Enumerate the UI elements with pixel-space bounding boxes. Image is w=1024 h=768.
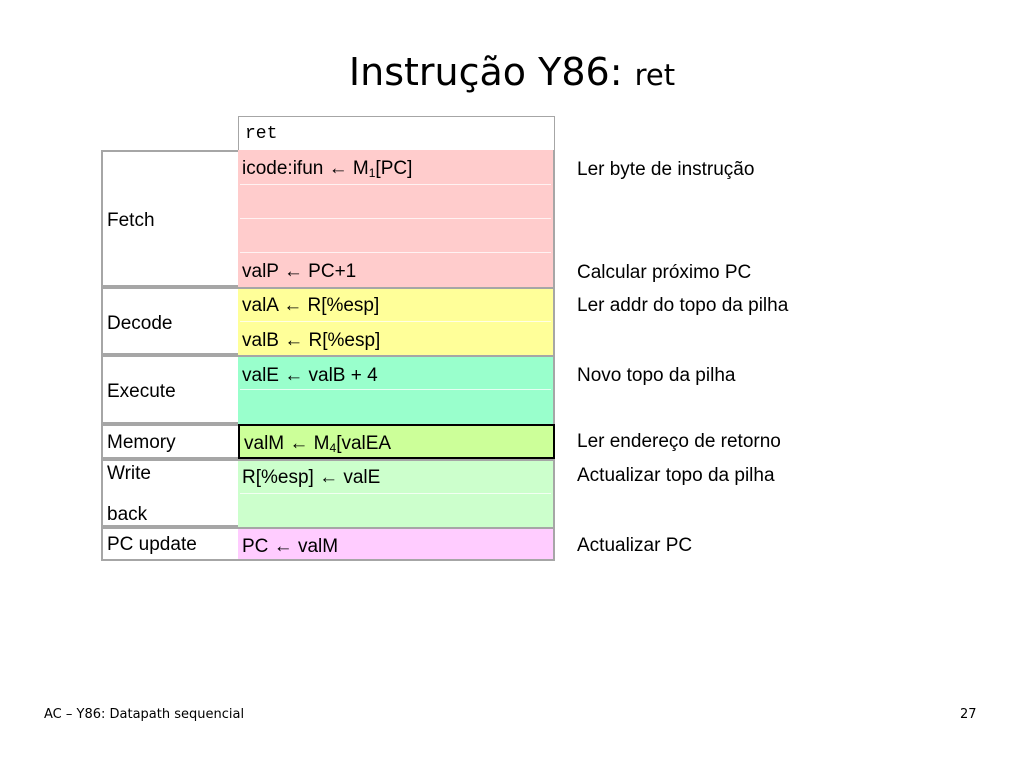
- memory-ops-cell: valM ← M4[valEA: [238, 424, 555, 459]
- op-decode-valb: valB ← R[%esp]: [242, 330, 381, 351]
- desc-memory-return-address: Ler endereço de retorno: [577, 431, 781, 452]
- stage-fetch: Fetch: [101, 150, 240, 287]
- op-fetch-instruction: icode:ifun ← M1[PC]: [242, 158, 413, 180]
- desc-fetch-instruction: Ler byte de instrução: [577, 159, 755, 180]
- title-text: Instrução Y86:: [348, 50, 635, 94]
- stage-pc-update: PC update: [101, 527, 240, 561]
- stage-execute: Execute: [101, 355, 240, 424]
- stage-decode: Decode: [101, 287, 240, 355]
- write-ops-cell: R[%esp] ← valE: [238, 459, 555, 527]
- instruction-header-cell: ret: [238, 116, 555, 151]
- op-decode-vala: valA ← R[%esp]: [242, 295, 380, 316]
- pc-update-ops-cell: PC ← valM: [238, 527, 555, 561]
- desc-decode-stack-top: Ler addr do topo da pilha: [577, 295, 789, 316]
- stage-write-back: Write back: [101, 459, 240, 527]
- desc-pc-update: Actualizar PC: [577, 535, 693, 556]
- title-code: ret: [634, 58, 676, 92]
- desc-fetch-next-pc: Calcular próximo PC: [577, 262, 752, 283]
- slide-title: Instrução Y86: ret: [0, 50, 1024, 94]
- execute-ops-cell: valE ← valB + 4: [238, 355, 555, 424]
- desc-execute-new-top: Novo topo da pilha: [577, 365, 736, 386]
- op-fetch-valp: valP ← PC+1: [242, 261, 357, 282]
- footer-course-label: AC – Y86: Datapath sequencial: [44, 707, 245, 722]
- op-write-esp: R[%esp] ← valE: [242, 467, 381, 488]
- page-number: 27: [960, 707, 977, 722]
- fetch-ops-cell: icode:ifun ← M1[PC] valP ← PC+1: [238, 150, 555, 287]
- op-memory-valm: valM ← M4[valEA: [244, 433, 392, 455]
- stage-memory: Memory: [101, 424, 240, 459]
- desc-write-update-top: Actualizar topo da pilha: [577, 465, 775, 486]
- op-pc-update: PC ← valM: [242, 536, 339, 557]
- instruction-header: ret: [245, 124, 278, 144]
- decode-ops-cell: valA ← R[%esp] valB ← R[%esp]: [238, 287, 555, 355]
- op-execute-vale: valE ← valB + 4: [242, 365, 378, 386]
